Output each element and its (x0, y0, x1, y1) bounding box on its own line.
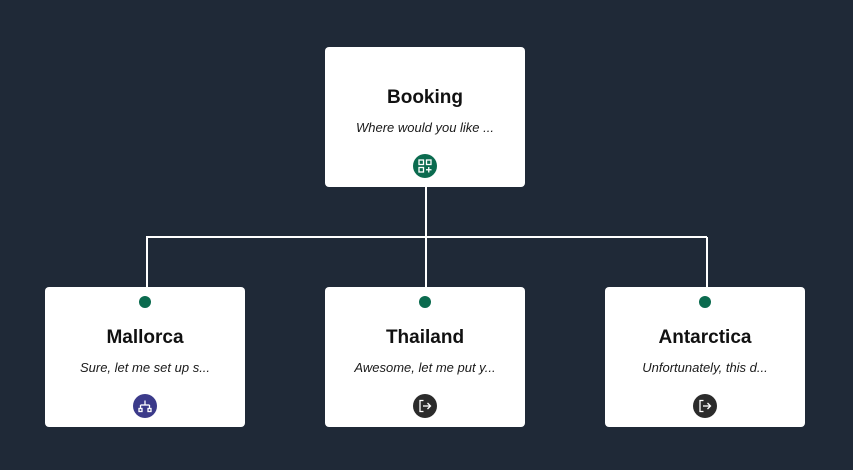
node-message: Sure, let me set up s... (79, 360, 211, 375)
node-message: Unfortunately, this d... (642, 360, 768, 375)
grid-add-icon[interactable] (413, 154, 437, 178)
input-handle[interactable] (419, 296, 431, 308)
node-title: Antarctica (658, 327, 752, 348)
node-booking[interactable]: Booking Where would you like ... (325, 47, 525, 187)
node-title: Thailand (385, 327, 465, 348)
node-message: Awesome, let me put y... (354, 360, 496, 375)
input-handle[interactable] (699, 296, 711, 308)
input-handle[interactable] (139, 296, 151, 308)
node-message: Where would you like ... (355, 120, 494, 135)
node-antarctica[interactable]: Antarctica Unfortunately, this d... (605, 287, 805, 427)
node-mallorca[interactable]: Mallorca Sure, let me set up s... (45, 287, 245, 427)
node-thailand[interactable]: Thailand Awesome, let me put y... (325, 287, 525, 427)
exit-icon[interactable] (693, 394, 717, 418)
exit-icon[interactable] (413, 394, 437, 418)
node-title: Mallorca (106, 327, 184, 348)
node-title: Booking (387, 87, 463, 108)
branch-icon[interactable] (133, 394, 157, 418)
